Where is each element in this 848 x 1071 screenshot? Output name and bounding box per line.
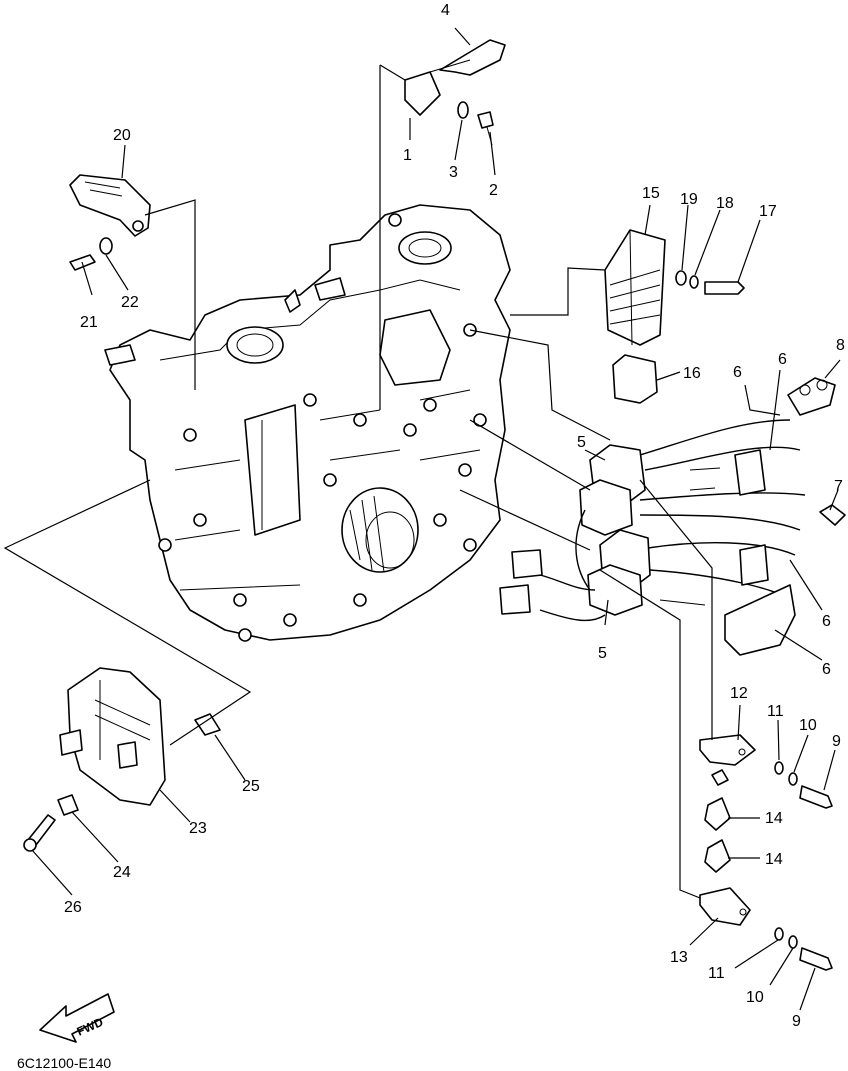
- callout-7: 7: [834, 478, 843, 495]
- callout-8: 8: [836, 337, 845, 354]
- callout-labels: 1 2 3 4 5 5 6 6 6 6 7 8 9 9 10 10 11 11 …: [64, 2, 845, 1030]
- callout-9-upper: 9: [832, 733, 841, 750]
- rectifier-regulator: [604, 229, 745, 404]
- callout-18: 18: [716, 195, 734, 212]
- callout-23: 23: [189, 820, 207, 837]
- callout-3: 3: [449, 164, 458, 181]
- callout-25: 25: [242, 778, 260, 795]
- drawing-code: 6C12100-E140: [17, 1055, 111, 1071]
- bracket-clamps: [699, 734, 833, 971]
- sensor-assembly: [404, 39, 506, 146]
- callout-24: 24: [113, 864, 131, 881]
- callout-20: 20: [113, 127, 131, 144]
- callout-14-lower: 14: [765, 851, 783, 868]
- callout-5-lower: 5: [598, 645, 607, 662]
- callout-17: 17: [759, 203, 777, 220]
- cylinder-block: [104, 204, 511, 642]
- callout-6-bottom: 6: [822, 661, 831, 678]
- cdi-unit: [23, 667, 221, 852]
- leader-lines: [3, 27, 841, 1011]
- callout-1: 1: [403, 147, 412, 164]
- callout-11-lower: 11: [708, 965, 725, 982]
- callout-21: 21: [80, 314, 98, 331]
- callout-13: 13: [670, 949, 688, 966]
- callout-16: 16: [683, 365, 701, 382]
- fwd-arrow: FWD: [39, 993, 115, 1043]
- callout-6-mid: 6: [822, 613, 831, 630]
- cover-plate-assembly: [69, 174, 151, 271]
- callout-9-lower: 9: [792, 1013, 801, 1030]
- callout-15: 15: [642, 185, 660, 202]
- callout-2: 2: [489, 182, 498, 199]
- callout-12: 12: [730, 685, 748, 702]
- callout-26: 26: [64, 899, 82, 916]
- callout-5-upper: 5: [577, 434, 586, 451]
- callout-11-upper: 11: [767, 703, 784, 720]
- callout-6-top-right: 6: [778, 351, 787, 368]
- callout-6-top-left: 6: [733, 364, 742, 381]
- callout-22: 22: [121, 294, 139, 311]
- callout-19: 19: [680, 191, 698, 208]
- ignition-coils: [499, 377, 846, 656]
- fwd-arrow-icon: [39, 993, 115, 1043]
- callout-10-lower: 10: [746, 989, 764, 1006]
- callout-4: 4: [441, 2, 450, 19]
- callout-10-upper: 10: [799, 717, 817, 734]
- callout-14-upper: 14: [765, 810, 783, 827]
